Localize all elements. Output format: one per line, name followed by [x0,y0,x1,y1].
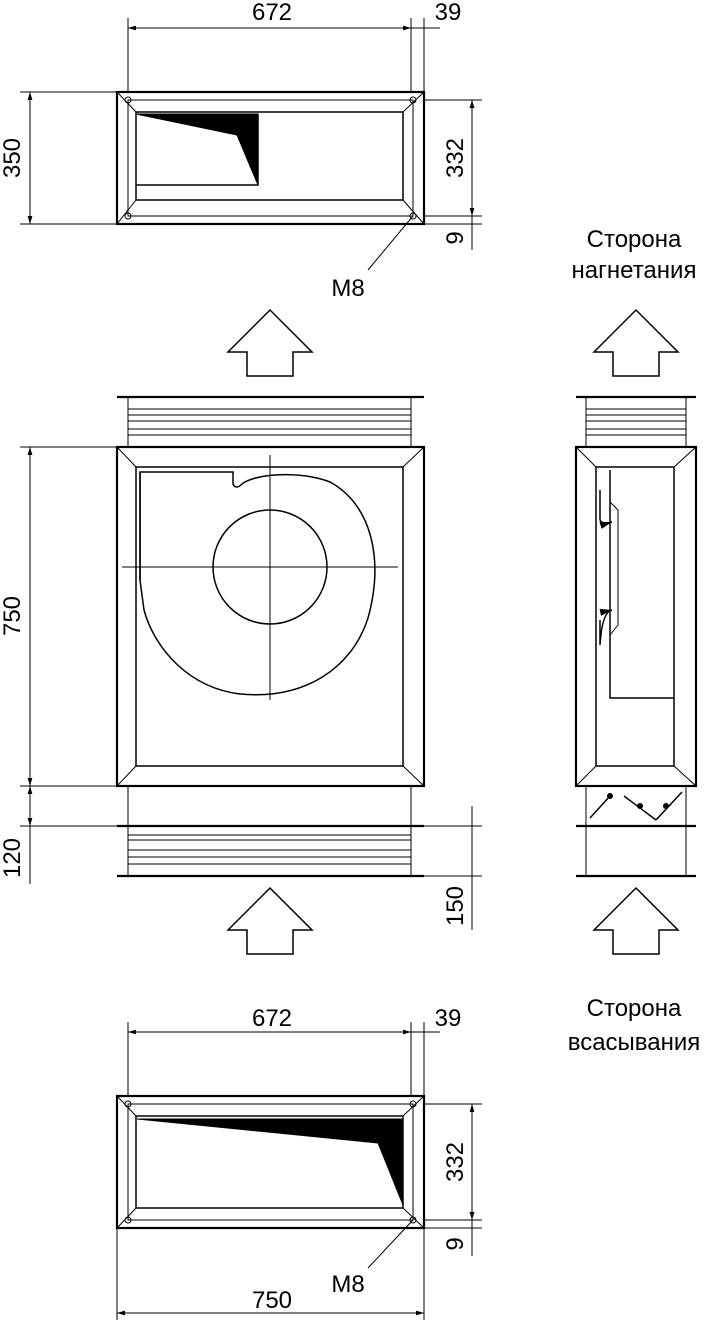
front-view-dimensions: 750 120 150 [0,446,482,930]
bottom-view-dimensions: 672 39 332 9 M8 750 [116,1005,482,1320]
bottom-bolt-label: M8 [331,1271,364,1298]
discharge-flow-arrow-icon [226,308,314,377]
top-offset-dim: 9 [442,231,469,244]
side-discharge-flow-arrow-icon [592,308,680,377]
suction-side-label-1: Сторона [587,995,682,1022]
bottom-offset-dim: 9 [442,1237,469,1250]
bottom-total-width-dim: 750 [252,1287,292,1314]
top-view: 672 39 350 332 9 M8 [0,0,482,302]
side-damper [585,785,687,827]
top-width-dim: 672 [252,0,292,26]
side-bottom-duct [576,824,696,878]
side-suction-flow-arrow-icon [592,886,680,955]
top-inner-height-dim: 332 [442,138,469,178]
discharge-side-label-1: Сторона [587,226,682,253]
side-body [574,445,698,788]
fan-scroll-housing [122,455,398,700]
top-flange-dim: 39 [435,0,462,26]
top-view-dimensions: 672 39 350 332 9 M8 [0,0,482,302]
bottom-view-outline [115,1094,426,1230]
suction-side-label-2: всасывания [568,1029,701,1056]
suction-flow-arrow-icon [226,886,314,955]
top-view-outline [115,90,426,226]
front-top-duct [117,395,424,448]
top-bolt-label: M8 [331,275,364,302]
inlet-flange-dim: 150 [442,886,469,926]
top-height-dim: 350 [0,138,26,178]
front-view: 750 120 150 [0,395,482,930]
bottom-inner-height-dim: 332 [442,1142,469,1182]
front-height-dim: 750 [0,596,26,636]
discharge-side-label-2: нагнетания [572,257,697,284]
bottom-view: 672 39 332 9 M8 750 [115,1005,482,1320]
bottom-width-dim: 672 [252,1005,292,1032]
front-bottom-duct [117,785,424,878]
side-top-duct [576,395,696,448]
bottom-flange-dim: 39 [435,1005,462,1032]
side-view: Сторона нагнетания [568,226,701,1056]
inlet-length-dim: 120 [0,838,26,878]
